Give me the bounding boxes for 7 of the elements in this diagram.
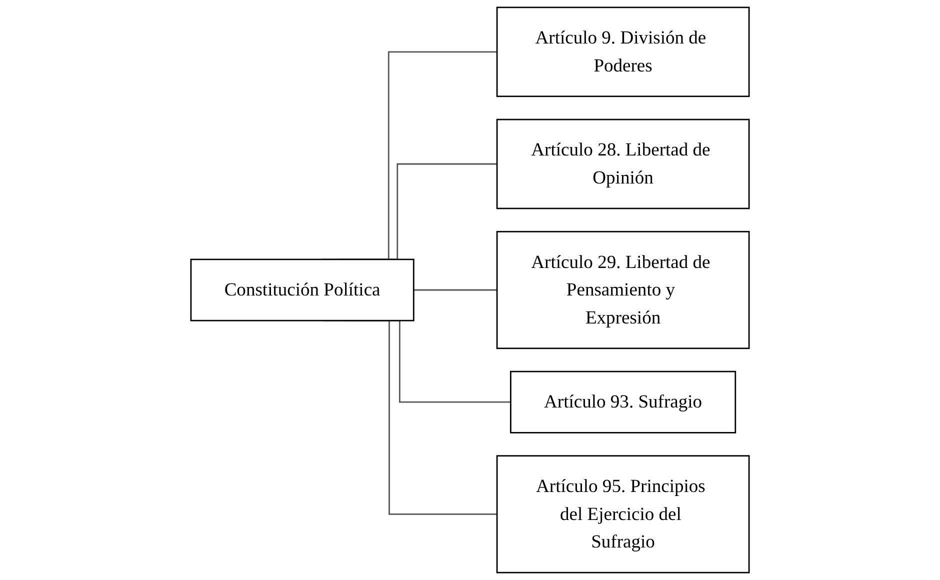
node-box: Constitución Política xyxy=(190,258,414,322)
node-box: Artículo 93. Sufragio xyxy=(510,370,736,434)
node-box: Artículo 29. Libertad de Pensamiento y Expresión xyxy=(496,230,750,350)
node-box: Artículo 28. Libertad de Opinión xyxy=(496,118,750,210)
connector xyxy=(414,289,498,291)
node-box: Artículo 95. Principios del Ejercicio del Sufragio xyxy=(496,455,750,574)
node-box: Artículo 9. División de Poderes xyxy=(496,6,750,98)
